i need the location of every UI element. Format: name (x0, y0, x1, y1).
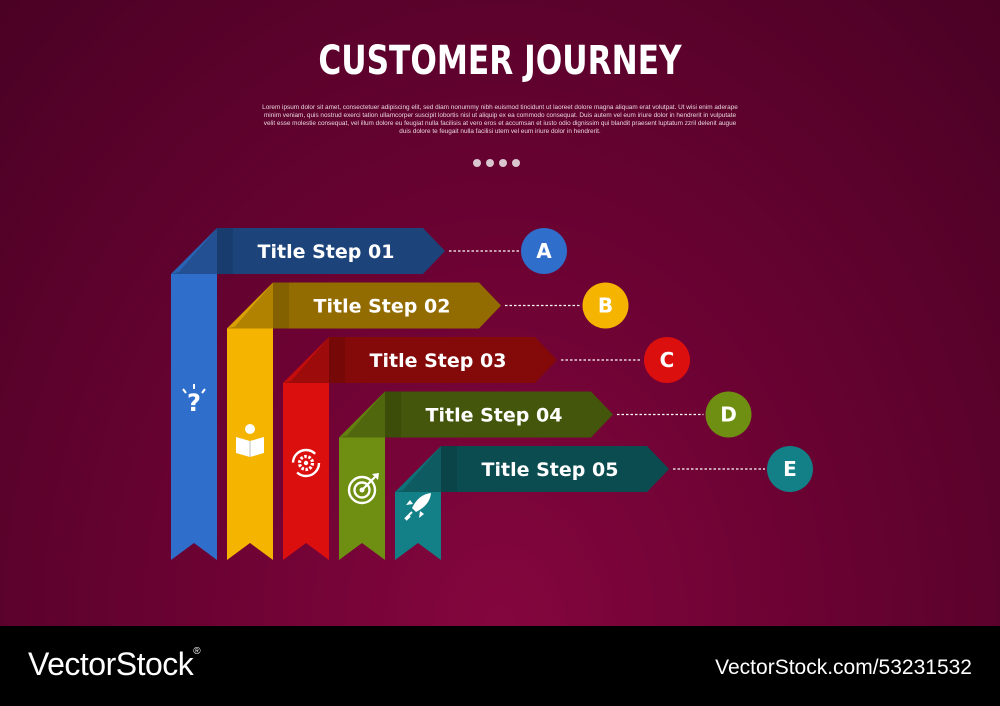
pagination-dots (473, 159, 533, 169)
step-ribbon-vertical (171, 274, 217, 560)
step-node (582, 282, 629, 329)
step-node-letter: C (660, 348, 675, 372)
svg-text:?: ? (187, 389, 201, 417)
target-icon (347, 473, 379, 505)
question-icon: ? (182, 384, 206, 417)
step-ribbon-vertical (283, 383, 329, 560)
step-arrow (329, 337, 557, 383)
brand-name: VectorStock (28, 646, 194, 682)
step-title: Title Step 05 (482, 459, 619, 481)
pagination-dot (512, 159, 520, 167)
step-ribbon-vertical (339, 437, 385, 560)
step-5: Title Step 05 E (395, 446, 813, 560)
step-title: Title Step 03 (370, 350, 507, 372)
step-node-letter: A (536, 239, 552, 263)
pagination-dot (486, 159, 494, 167)
step-2: Title Step 02 B (227, 282, 629, 560)
step-node-letter: B (598, 294, 613, 318)
step-3: Title Step 03 C (283, 337, 690, 560)
footer-bar: VectorStock® VectorStock.com/53231532 (0, 626, 1000, 706)
page-title: CUSTOMER JOURNEY (318, 38, 682, 84)
step-arrow (441, 446, 669, 492)
step-node-letter: E (783, 457, 797, 481)
step-node (644, 337, 690, 383)
brand-registered-mark: ® (193, 646, 201, 657)
step-arrow (385, 391, 613, 438)
step-node (521, 228, 567, 274)
pagination-dot (473, 159, 481, 167)
step-arrow (217, 228, 445, 274)
brand-logo: VectorStock® (28, 646, 201, 683)
gear-refresh-icon (291, 448, 321, 478)
step-node (767, 446, 813, 492)
step-title: Title Step 02 (314, 296, 451, 318)
step-node (705, 391, 752, 438)
step-ribbon-vertical (395, 492, 441, 560)
step-1: Title Step 01 A? (171, 228, 567, 560)
description-text: Lorem ipsum dolor sit amet, consectetuer… (262, 104, 738, 136)
step-arrow (273, 282, 501, 329)
reading-person-icon (236, 424, 264, 457)
step-title: Title Step 01 (258, 241, 395, 263)
pagination-dot (499, 159, 507, 167)
rocket-icon (404, 493, 431, 521)
infographic-canvas: CUSTOMER JOURNEY Lorem ipsum dolor sit a… (0, 0, 1000, 626)
step-node-letter: D (720, 403, 737, 427)
step-title: Title Step 04 (426, 405, 563, 427)
step-4: Title Step 04 D (339, 391, 752, 560)
image-id: VectorStock.com/53231532 (715, 656, 972, 679)
